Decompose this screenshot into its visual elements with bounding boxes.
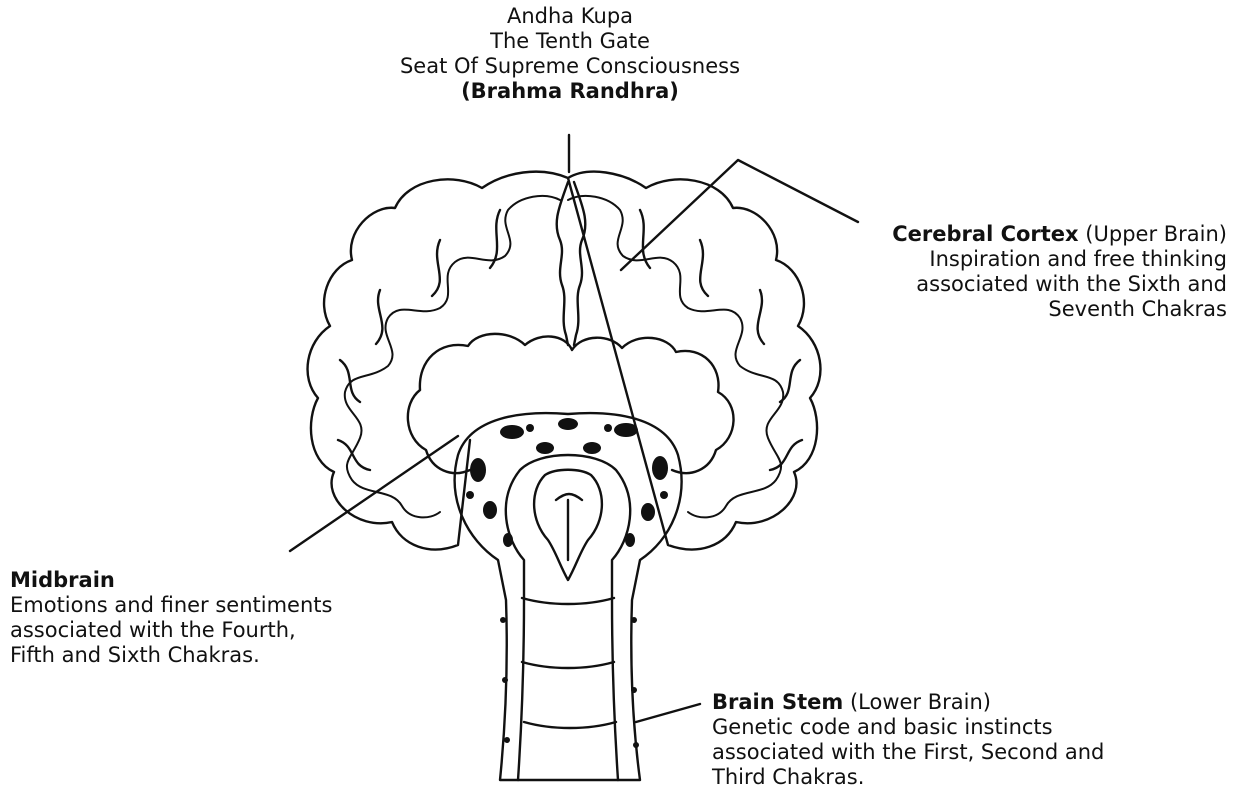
top-label-bold: (Brahma Randhra) [461, 79, 679, 103]
thalamus-inner [556, 494, 582, 560]
stem-name: Brain Stem [712, 690, 843, 714]
cortex-qualifier: (Upper Brain) [1085, 222, 1227, 246]
top-label-line-4: (Brahma Randhra) [370, 79, 770, 104]
stem-title-line: Brain Stem (Lower Brain) [712, 690, 1104, 715]
midbrain-line-1: Emotions and finer sentiments [10, 593, 332, 618]
stem-line-1: Genetic code and basic instincts [712, 715, 1104, 740]
sulcus-left-3 [376, 290, 382, 344]
central-fissure [557, 182, 568, 345]
top-label-line-2: The Tenth Gate [370, 29, 770, 54]
top-label-line-3: Seat Of Supreme Consciousness [370, 54, 770, 79]
cortex-name: Cerebral Cortex [892, 222, 1078, 246]
brain-outline [308, 172, 821, 550]
cortex-line-2: associated with the Sixth and [892, 272, 1227, 297]
midbrain-name: Midbrain [10, 568, 115, 592]
stem-ring-3 [524, 722, 616, 728]
stem-speckles [466, 418, 668, 748]
midbrain-title-line: Midbrain [10, 568, 332, 593]
stem-line-3: Third Chakras. [712, 765, 1104, 790]
sulcus-right-2 [700, 240, 708, 296]
sulcus-left-2 [432, 240, 440, 296]
sulcus-left-5 [338, 440, 370, 470]
midbrain-line-2: associated with the Fourth, [10, 618, 332, 643]
sulcus-left-4 [340, 360, 360, 402]
stem-line-2: associated with the First, Second and [712, 740, 1104, 765]
stem-pointer-line [636, 704, 700, 722]
midbrain-line-3: Fifth and Sixth Chakras. [10, 643, 332, 668]
stem-ring-1 [522, 598, 614, 604]
brain-stem-label: Brain Stem (Lower Brain) Genetic code an… [712, 690, 1104, 790]
cortex-pointer-line [621, 160, 858, 270]
midbrain-label: Midbrain Emotions and finer sentiments a… [10, 568, 332, 668]
top-label-line-1: Andha Kupa [370, 4, 770, 29]
cortex-line-1: Inspiration and free thinking [892, 247, 1227, 272]
cortex-title-line: Cerebral Cortex (Upper Brain) [892, 222, 1227, 247]
sulcus-right-5 [770, 440, 802, 470]
cerebral-cortex-label: Cerebral Cortex (Upper Brain) Inspiratio… [892, 222, 1227, 322]
cortex-line-3: Seventh Chakras [892, 297, 1227, 322]
stem-ring-2 [522, 662, 614, 668]
white-matter-region [408, 334, 734, 473]
stem-qualifier: (Lower Brain) [850, 690, 991, 714]
brahma-randhra-label: Andha Kupa The Tenth Gate Seat Of Suprem… [370, 4, 770, 104]
sulcus-right-3 [758, 290, 764, 344]
